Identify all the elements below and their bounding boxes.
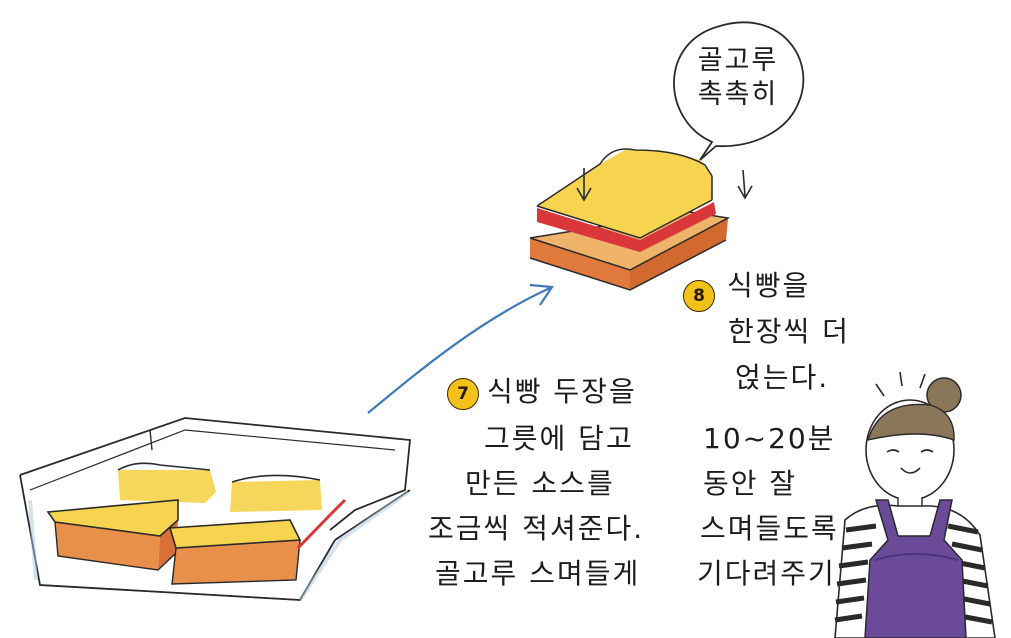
bread-slice-front-right [168,498,347,585]
bread-slice-front-left [46,499,179,571]
character-illustration [834,371,996,638]
bread-slice-back-right [230,474,322,512]
bubble-line-2: 촉촉히 [697,78,779,110]
speech-bubble-text: 골고루 촉촉히 [683,44,793,112]
step-8-badge: 8 [683,280,715,312]
step-8-line-1: 식빵을 [727,269,811,302]
step-7-line-2: 그릇에 담고 [484,422,634,455]
transition-arrow [367,283,554,414]
glass-dish [19,417,411,602]
step-8-line-5: 동안 잘 [703,467,798,500]
step-7-line-5: 골고루 스며들게 [435,557,641,590]
step-8-line-3: 얹는다. [735,361,830,394]
step-8-line-4: 10~20분 [703,422,836,455]
step-7-line-3: 만든 소스를 [465,467,615,500]
step-7-badge: 7 [447,378,479,410]
step-7-line-1: 식빵 두장을 [487,375,637,408]
step-8-line-6: 스며들도록 [700,512,839,545]
speech-bubble [673,21,805,161]
sandwich [529,148,753,291]
step-7-line-4: 조금씩 적셔준다. [428,512,645,545]
bread-slice-back-left [117,462,216,503]
step-8-line-7: 기다려주기 [697,557,836,590]
bubble-line-1: 골고루 [697,45,779,76]
step-8-line-2: 한장씩 더 [728,315,850,348]
